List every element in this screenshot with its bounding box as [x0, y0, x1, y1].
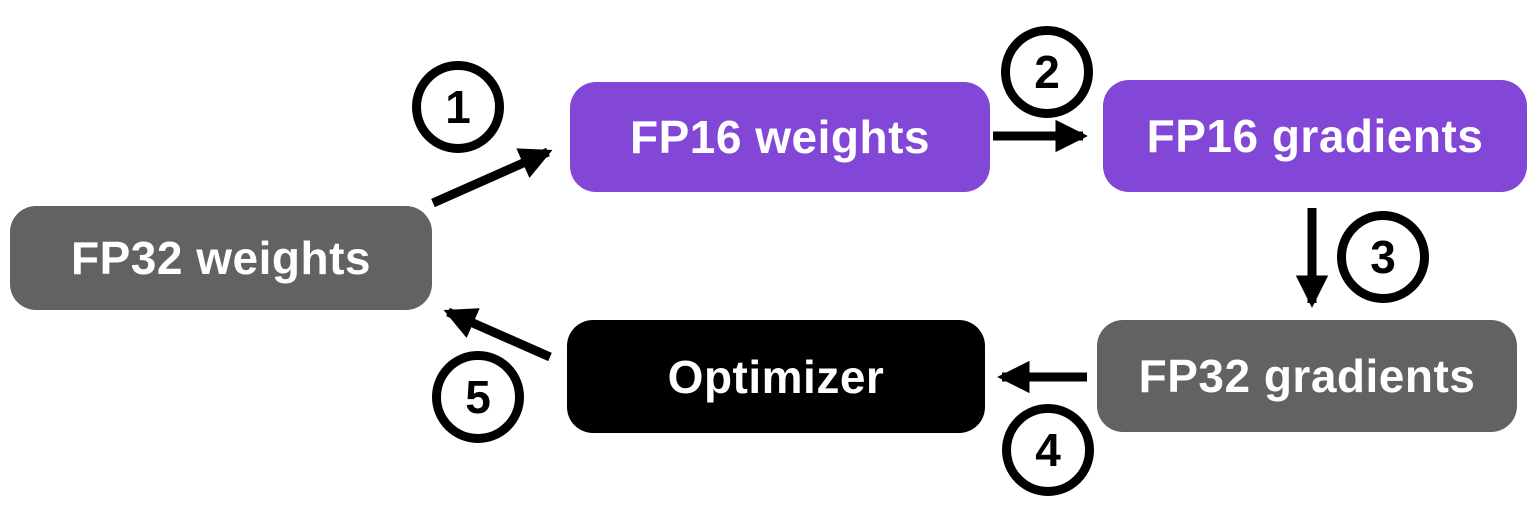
step-badge-4: 4	[1002, 404, 1094, 496]
node-fp16-weights-label: FP16 weights	[630, 111, 930, 163]
arrow-step-5	[443, 307, 552, 362]
step-badge-5: 5	[432, 351, 524, 443]
step-1-number: 1	[445, 81, 471, 133]
node-fp16-weights: FP16 weights	[570, 82, 990, 192]
step-badge-1: 1	[412, 61, 504, 153]
step-2-number: 2	[1034, 46, 1060, 98]
step-badge-3: 3	[1337, 211, 1429, 303]
node-fp16-gradients-label: FP16 gradients	[1146, 110, 1484, 162]
node-fp32-gradients-label: FP32 gradients	[1138, 350, 1476, 402]
step-3-number: 3	[1370, 231, 1396, 283]
node-fp32-weights-label: FP32 weights	[71, 232, 371, 284]
step-4-number: 4	[1035, 424, 1061, 476]
step-badge-2: 2	[1001, 26, 1093, 118]
step-5-number: 5	[465, 371, 491, 423]
node-optimizer: Optimizer	[567, 320, 985, 433]
node-fp32-weights: FP32 weights	[10, 206, 432, 310]
node-fp16-gradients: FP16 gradients	[1103, 80, 1527, 192]
node-fp32-gradients: FP32 gradients	[1097, 320, 1517, 432]
arrow-step-1	[431, 147, 553, 208]
node-optimizer-label: Optimizer	[667, 350, 885, 403]
